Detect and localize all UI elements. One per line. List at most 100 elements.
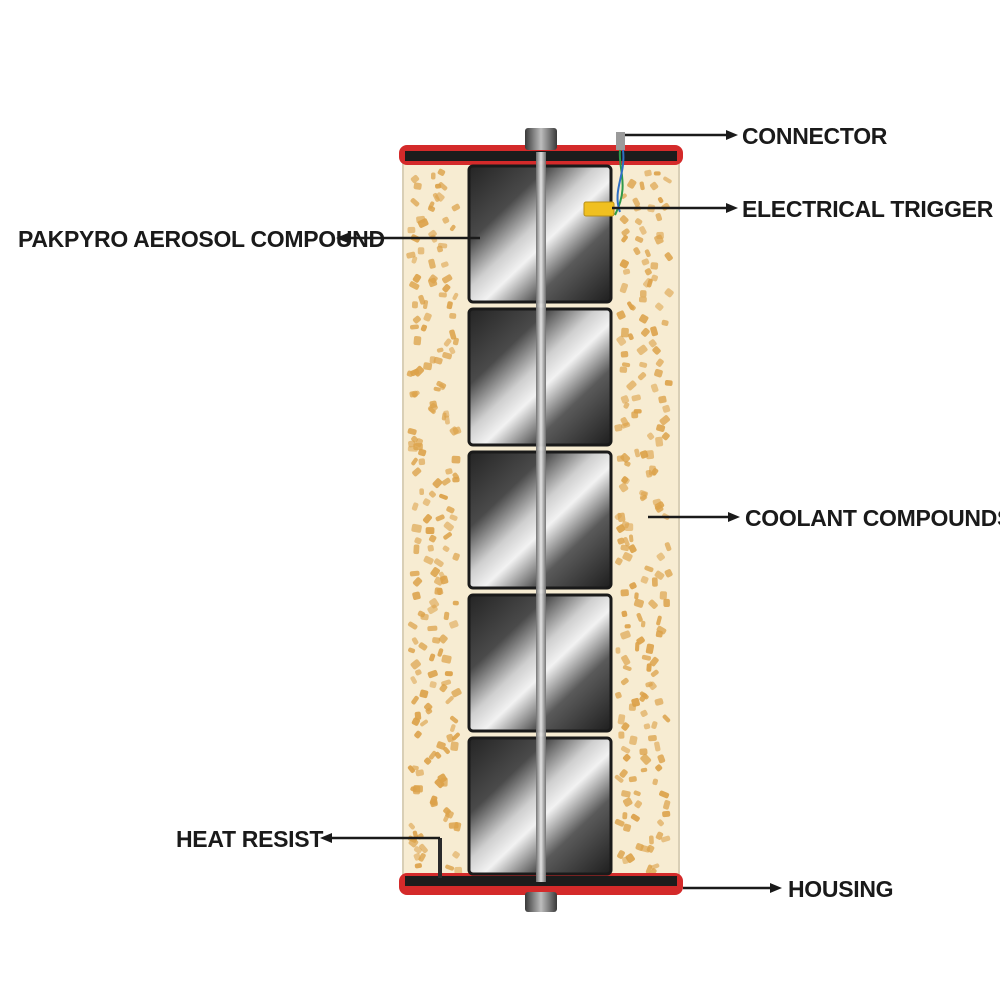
coolant-speck [620, 589, 629, 597]
coolant-speck [614, 512, 622, 520]
coolant-speck [644, 249, 651, 258]
coolant-speck [438, 292, 447, 298]
coolant-speck [634, 448, 641, 458]
aerosol-arrowhead [336, 233, 348, 243]
coolant-speck [662, 404, 671, 413]
coolant-speck [452, 552, 460, 561]
coolant-speck [621, 235, 628, 243]
coolant-speck [652, 346, 661, 355]
coolant-speck [622, 812, 628, 820]
coolant-speck [640, 753, 652, 765]
coolant-speck [656, 625, 667, 635]
housing-label: HOUSING [788, 876, 893, 902]
coolant-speck [408, 647, 416, 654]
connector-arrowhead [726, 130, 738, 140]
coolant-speck [634, 592, 639, 600]
coolant-speck [411, 256, 418, 264]
coolant-speck [614, 818, 625, 827]
coolant-speck [639, 692, 648, 702]
coolant-speck [452, 337, 459, 346]
coolant-speck [408, 822, 415, 830]
coolant-speck [664, 542, 672, 552]
coolant-speck [437, 168, 446, 176]
coolant-speck [633, 247, 641, 255]
coolant-speck [408, 837, 419, 848]
coolant-speck [452, 292, 459, 301]
coolant-speck [419, 488, 425, 496]
coolant-speck [659, 591, 668, 600]
coolant-speck [619, 282, 628, 294]
coolant-speck [625, 853, 635, 863]
coolant-speck [423, 514, 432, 524]
coolant-speck [640, 575, 649, 584]
coolant-speck [449, 426, 459, 436]
coolant-speck [617, 714, 626, 725]
coolant-speck [443, 747, 450, 754]
coolant-speck [657, 819, 664, 827]
coolant-speck [651, 721, 658, 729]
electrical-trigger-label: ELECTRICAL TRIGGER [742, 196, 994, 222]
coolant-speck [410, 198, 420, 207]
coolant-speck [662, 810, 671, 818]
coolant-speck [640, 709, 648, 717]
coolant-speck [641, 258, 650, 266]
coolant-speck [631, 411, 639, 419]
coolant-speck [410, 676, 417, 685]
coolant-speck [646, 844, 655, 853]
coolant-speck [657, 754, 666, 764]
coolant-speck [435, 192, 445, 202]
coolant-speck [645, 450, 655, 460]
coolant-speck [440, 777, 448, 787]
coolant-speck [438, 182, 448, 191]
coolant-speck [633, 598, 644, 608]
coolant-speck [422, 498, 431, 507]
coolant-speck [652, 778, 658, 786]
connector-label: CONNECTOR [742, 123, 888, 149]
coolant-speck [655, 358, 664, 367]
coolant-speck [442, 284, 451, 293]
coolant-speck [650, 863, 660, 870]
coolant-speck [442, 274, 453, 284]
coolant-speck [429, 400, 438, 409]
coolant-speck [620, 395, 630, 404]
coolant-speck [417, 247, 425, 255]
coolant-speck [618, 482, 629, 493]
coolant-speck [407, 446, 418, 452]
coolant-speck [641, 654, 652, 661]
coolant-speck [633, 790, 641, 797]
coolant-speck [646, 663, 652, 672]
coolant-speck [429, 653, 436, 662]
coolant-speck [411, 502, 419, 511]
coolant-speck [621, 790, 631, 798]
coolant-speck [418, 853, 426, 862]
coolant-speck [443, 338, 452, 347]
coolant-speck [650, 669, 659, 677]
coolant-speck [411, 717, 420, 726]
coolant-speck [442, 352, 452, 360]
coolant-speck [433, 558, 444, 567]
coolant-speck [616, 335, 627, 346]
coolant-speck [621, 422, 631, 429]
coolant-speck [627, 178, 637, 189]
coolant-speck [636, 344, 648, 356]
coolant-speck [640, 767, 648, 773]
coolant-speck [628, 544, 637, 554]
coolant-speck [648, 835, 654, 845]
coolant-speck [438, 634, 448, 644]
coolant-speck [422, 300, 429, 310]
coolant-speck [620, 746, 631, 754]
coolant-speck [654, 504, 664, 513]
coolant-speck [623, 537, 630, 547]
coolant-speck [651, 577, 658, 587]
coolant-speck [664, 252, 673, 262]
coolant-speck [449, 347, 456, 355]
coolant-speck [634, 218, 643, 226]
coolant-speck [652, 498, 662, 506]
coolant-speck [413, 544, 420, 555]
connector-pin [616, 132, 625, 150]
coolant-speck [428, 534, 437, 543]
coolant-speck [621, 327, 629, 338]
coolant-speck [440, 575, 449, 585]
coolant-speck [663, 598, 670, 608]
